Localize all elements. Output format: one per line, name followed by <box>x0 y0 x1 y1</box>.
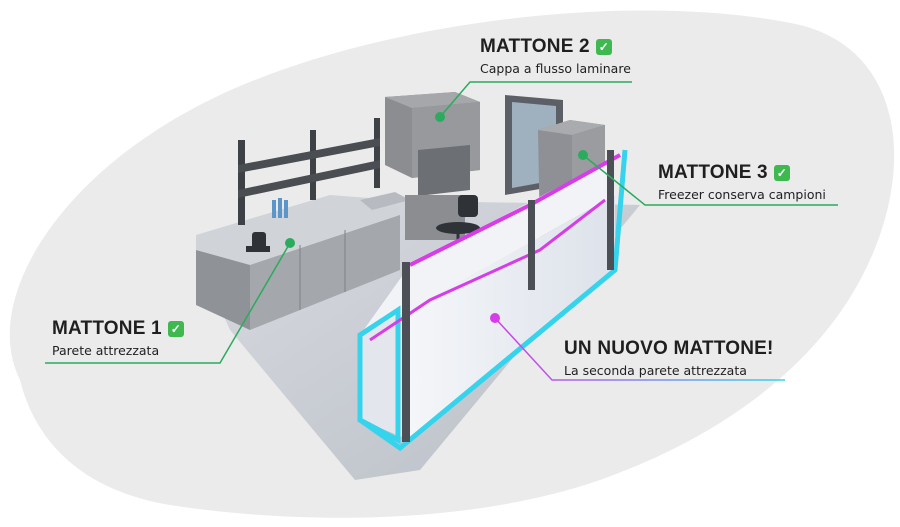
callout-subtitle: Parete attrezzata <box>52 343 160 358</box>
check-mark-icon: ✓ <box>773 165 790 181</box>
connector-line-2 <box>439 81 632 118</box>
callout-subtitle: Freezer conserva campioni <box>658 187 826 202</box>
callout-subtitle: Cappa a flusso laminare <box>480 61 631 76</box>
check-mark-icon: ✓ <box>167 321 184 337</box>
equipped-wall-2 <box>357 149 628 452</box>
callout-new-mattone: UN NUOVO MATTONE! La seconda parete attr… <box>564 338 774 378</box>
connector-line-new <box>494 317 785 381</box>
equipped-wall-1 <box>196 118 410 330</box>
callout-title: UN NUOVO MATTONE! <box>564 338 774 359</box>
callout-title: MATTONE 1 <box>52 318 162 339</box>
callout-subtitle: La seconda parete attrezzata <box>564 363 747 378</box>
callout-mattone-3: MATTONE 3 ✓ Freezer conserva campioni <box>658 162 826 202</box>
callout-mattone-2: MATTONE 2 ✓ Cappa a flusso laminare <box>480 36 631 76</box>
lab-chair <box>436 195 480 255</box>
connector-line-3 <box>582 154 838 206</box>
callout-title: MATTONE 3 <box>658 162 768 183</box>
callout-title: MATTONE 2 <box>480 36 590 57</box>
check-mark-icon: ✓ <box>595 39 612 55</box>
marker-dot-1 <box>285 238 295 248</box>
laminar-flow-hood <box>385 92 480 240</box>
callout-mattone-1: MATTONE 1 ✓ Parete attrezzata <box>52 318 184 358</box>
connector-line-1 <box>45 242 291 364</box>
